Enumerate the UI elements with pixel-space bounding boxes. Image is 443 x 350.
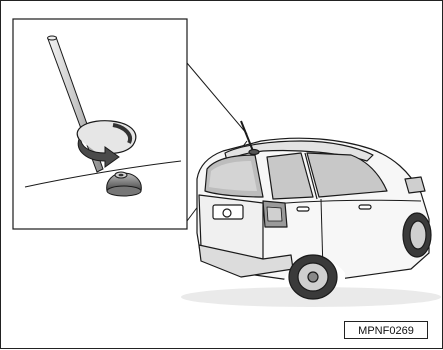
front-wheel [403,213,431,257]
rear-emblem-icon [223,209,231,217]
antenna-detail-inset [13,19,187,229]
front-door-handle [359,205,371,209]
rear-door-handle [297,207,309,211]
side-mirror [405,177,425,193]
car-illustration [181,121,441,307]
figure-reference-code: MPNF0269 [344,321,428,339]
rear-wheel [289,255,337,299]
